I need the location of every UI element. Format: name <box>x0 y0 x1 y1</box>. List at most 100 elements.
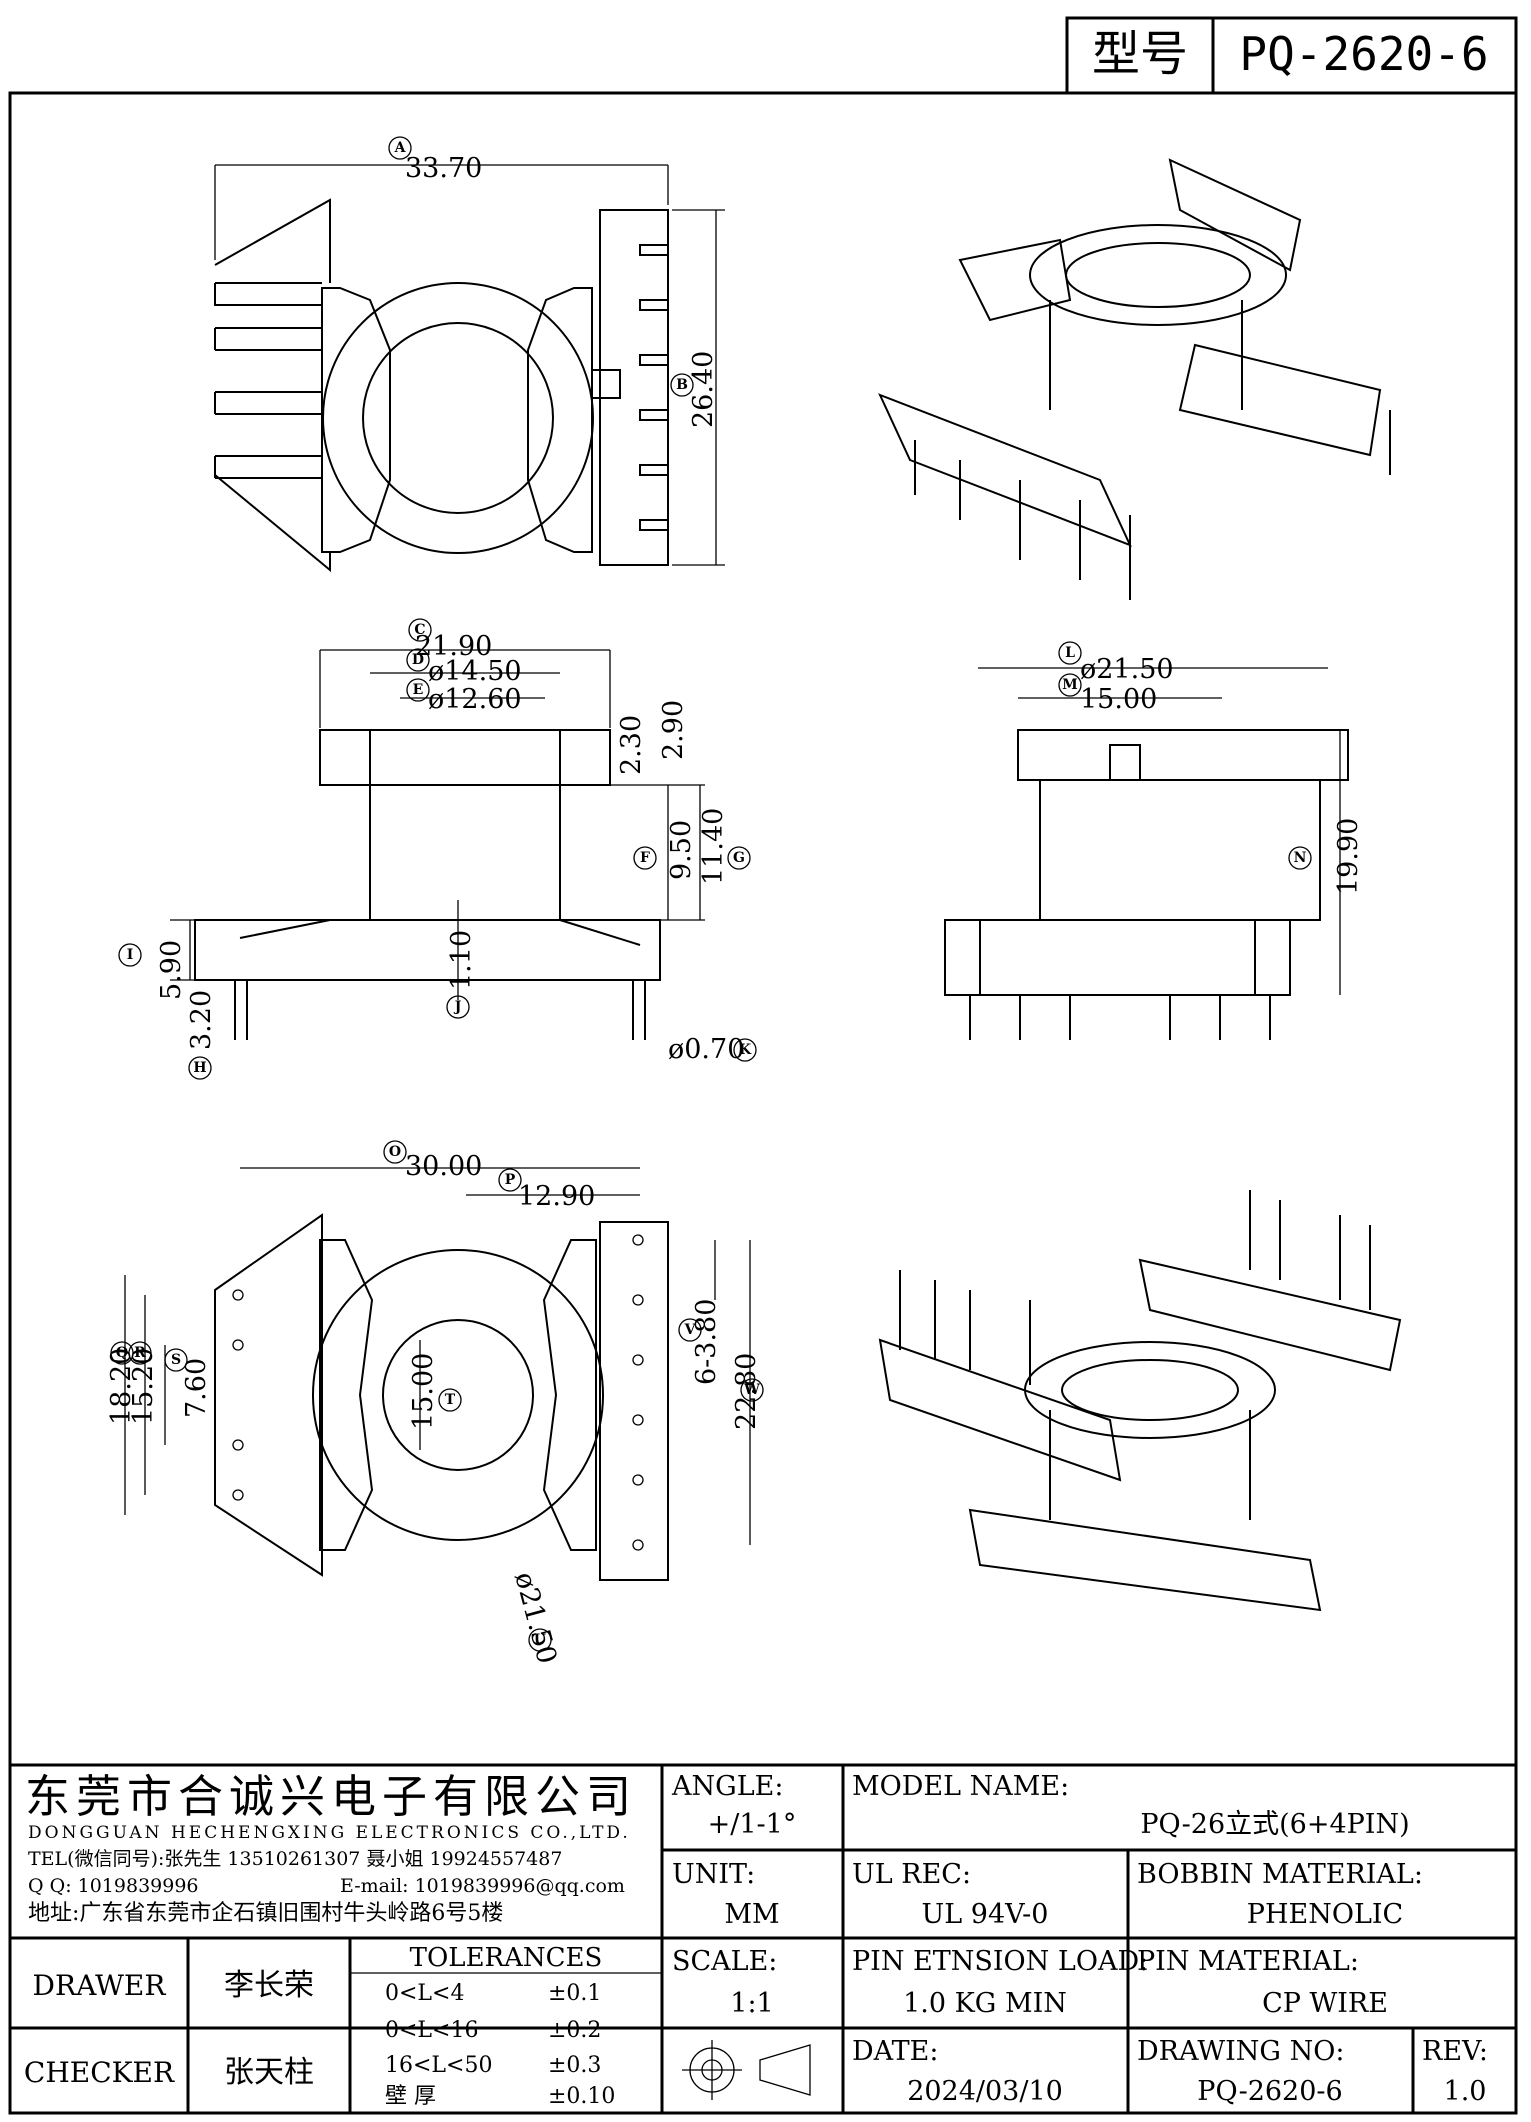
dim-v: 6-3.80 <box>691 1299 722 1385</box>
svg-text:M: M <box>1062 677 1078 693</box>
dim-g: 11.40 <box>698 808 729 885</box>
company-cn: 东莞市合诚兴电子有限公司 <box>25 1770 637 1823</box>
top-view <box>214 164 725 573</box>
date-label: DATE: <box>852 2036 938 2067</box>
svg-text:T: T <box>445 1392 456 1408</box>
svg-text:E: E <box>413 682 424 698</box>
dim-k: ø0.70 <box>668 1034 744 1065</box>
angle-value: +/1-1° <box>708 1809 797 1840</box>
svg-text:K: K <box>739 1042 752 1058</box>
svg-text:B: B <box>676 377 688 393</box>
svg-text:H: H <box>193 1060 206 1076</box>
svg-text:O: O <box>389 1144 401 1160</box>
model-label: MODEL NAME: <box>852 1771 1069 1802</box>
tol-range-1: 0<L<4 <box>385 1981 464 2006</box>
projection-symbol <box>682 2040 811 2100</box>
dim-j: 1.10 <box>446 930 477 990</box>
company-qq: Q Q: 1019839996 <box>28 1875 199 1897</box>
pin-load-value: 1.0 KG MIN <box>903 1988 1067 2019</box>
sheet-border <box>8 91 1518 2115</box>
dim-a: 33.70 <box>405 153 482 184</box>
pin-mat-label: PIN MATERIAL: <box>1137 1946 1359 1977</box>
tol-range-3: 16<L<50 <box>385 2053 492 2078</box>
svg-text:V: V <box>684 1322 697 1338</box>
bottom-view <box>124 1167 751 1581</box>
front-view <box>944 667 1349 1040</box>
svg-text:P: P <box>505 1172 516 1188</box>
type-value: PQ-2620-6 <box>1239 27 1488 81</box>
dim-f: 9.50 <box>666 820 697 880</box>
svg-text:A: A <box>394 140 407 156</box>
company-en: DONGGUAN HECHENGXING ELECTRONICS CO.,LTD… <box>28 1823 631 1843</box>
dim-d: ø14.50 <box>428 656 522 687</box>
svg-text:R: R <box>134 1345 146 1361</box>
dim-r: 15.20 <box>128 1348 159 1425</box>
tol-range-2: 0<L<16 <box>385 2018 478 2043</box>
dim-o: 30.00 <box>405 1151 482 1182</box>
dim-u: ø21.50 <box>508 1569 562 1667</box>
company-address: 地址:广东省东莞市企石镇旧围村牛头岭路6号5楼 <box>28 1901 503 1926</box>
side-view <box>170 649 705 1040</box>
svg-text:I: I <box>127 947 134 963</box>
dim-n: 19.90 <box>1333 818 1364 895</box>
date-value: 2024/03/10 <box>907 2076 1063 2107</box>
dim-b: 26.40 <box>688 351 719 428</box>
svg-text:G: G <box>733 850 745 866</box>
drawer-value: 李长荣 <box>224 1968 314 2003</box>
checker-value: 张天柱 <box>224 2055 314 2090</box>
tolerances-label: TOLERANCES <box>410 1943 603 1973</box>
dim-l: ø21.50 <box>1080 654 1174 685</box>
svg-text:L: L <box>1065 645 1075 661</box>
model-value: PQ-26立式(6+4PIN) <box>1140 1809 1409 1840</box>
scale-value: 1:1 <box>730 1988 773 2019</box>
svg-text:N: N <box>1294 850 1307 866</box>
svg-text:S: S <box>171 1352 181 1368</box>
dim-s: 7.60 <box>181 1358 212 1418</box>
tol-range-4: 壁 厚 <box>385 2084 436 2109</box>
tol-value-4: ±0.10 <box>548 2084 615 2109</box>
svg-text:W: W <box>743 1382 760 1398</box>
tol-value-2: ±0.2 <box>548 2018 601 2043</box>
dim-2-90: 2.90 <box>658 700 689 760</box>
pin-load-label: PIN ETNSION LOAD: <box>852 1946 1148 1977</box>
svg-text:C: C <box>414 622 425 638</box>
tol-value-3: ±0.3 <box>548 2053 601 2078</box>
angle-label: ANGLE: <box>671 1771 783 1802</box>
dim-i: 5.90 <box>156 940 187 1000</box>
drawer-label: DRAWER <box>33 1969 167 2002</box>
dim-t: 15.00 <box>408 1353 439 1430</box>
tol-value-1: ±0.1 <box>548 1981 601 2006</box>
rev-value: 1.0 <box>1444 2076 1487 2107</box>
svg-text:U: U <box>534 1632 546 1648</box>
dim-h: 3.20 <box>186 990 217 1050</box>
dim-c: 21.90 <box>415 631 492 662</box>
unit-value: MM <box>724 1899 779 1930</box>
ul-label: UL REC: <box>852 1859 971 1890</box>
dimension-labels: A 33.70 26.40 B C 21.90 D ø14.50 E ø12.6… <box>106 136 1364 1667</box>
header-box: 型号 PQ-2620-6 <box>1065 16 1518 95</box>
title-block: 东莞市合诚兴电子有限公司 DONGGUAN HECHENGXING ELECTR… <box>10 1763 1516 2113</box>
pin-mat-value: CP WIRE <box>1262 1988 1388 2019</box>
svg-text:Q: Q <box>116 1345 128 1361</box>
drawing-no-value: PQ-2620-6 <box>1197 2076 1342 2107</box>
ul-value: UL 94V-0 <box>922 1899 1049 1930</box>
type-label: 型号 <box>1092 26 1188 82</box>
dim-p: 12.90 <box>518 1181 595 1212</box>
svg-text:D: D <box>412 652 424 668</box>
company-tel: TEL(微信同号):张先生 13510261307 聂小姐 1992455748… <box>28 1848 562 1870</box>
scale-label: SCALE: <box>672 1946 777 1977</box>
company-email: E-mail: 1019839996@qq.com <box>340 1875 625 1897</box>
drawing-no-label: DRAWING NO: <box>1137 2036 1344 2067</box>
checker-label: CHECKER <box>24 2056 175 2089</box>
isometric-view-top <box>878 158 1391 600</box>
dim-m: 15.00 <box>1080 684 1157 715</box>
dim-w: 22.80 <box>731 1353 762 1430</box>
rev-label: REV: <box>1422 2036 1488 2067</box>
dim-e: ø12.60 <box>428 684 522 715</box>
svg-text:F: F <box>640 850 650 866</box>
bobbin-label: BOBBIN MATERIAL: <box>1137 1859 1423 1890</box>
dim-2-30: 2.30 <box>616 715 647 775</box>
isometric-view-bottom <box>878 1190 1402 1612</box>
svg-text:J: J <box>453 999 462 1015</box>
